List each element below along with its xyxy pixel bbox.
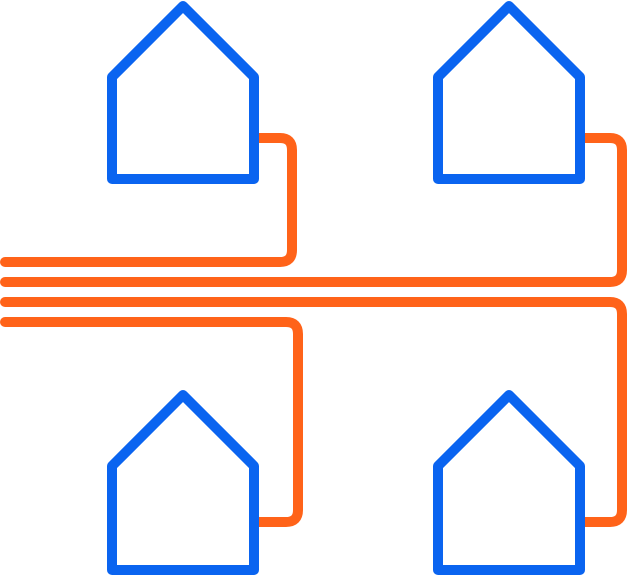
house-bottom-left-icon: [107, 390, 259, 575]
pipes: [0, 133, 627, 527]
line-to-top-right-house: [0, 133, 627, 287]
line-to-bottom-left-house: [0, 317, 303, 527]
house-top-right-icon: [433, 1, 585, 184]
house-top-left-icon: [107, 1, 259, 184]
line-to-top-left-house: [0, 133, 297, 267]
houses: [107, 1, 585, 575]
line-to-bottom-right-house: [0, 297, 627, 527]
house-bottom-right-icon: [433, 390, 585, 575]
